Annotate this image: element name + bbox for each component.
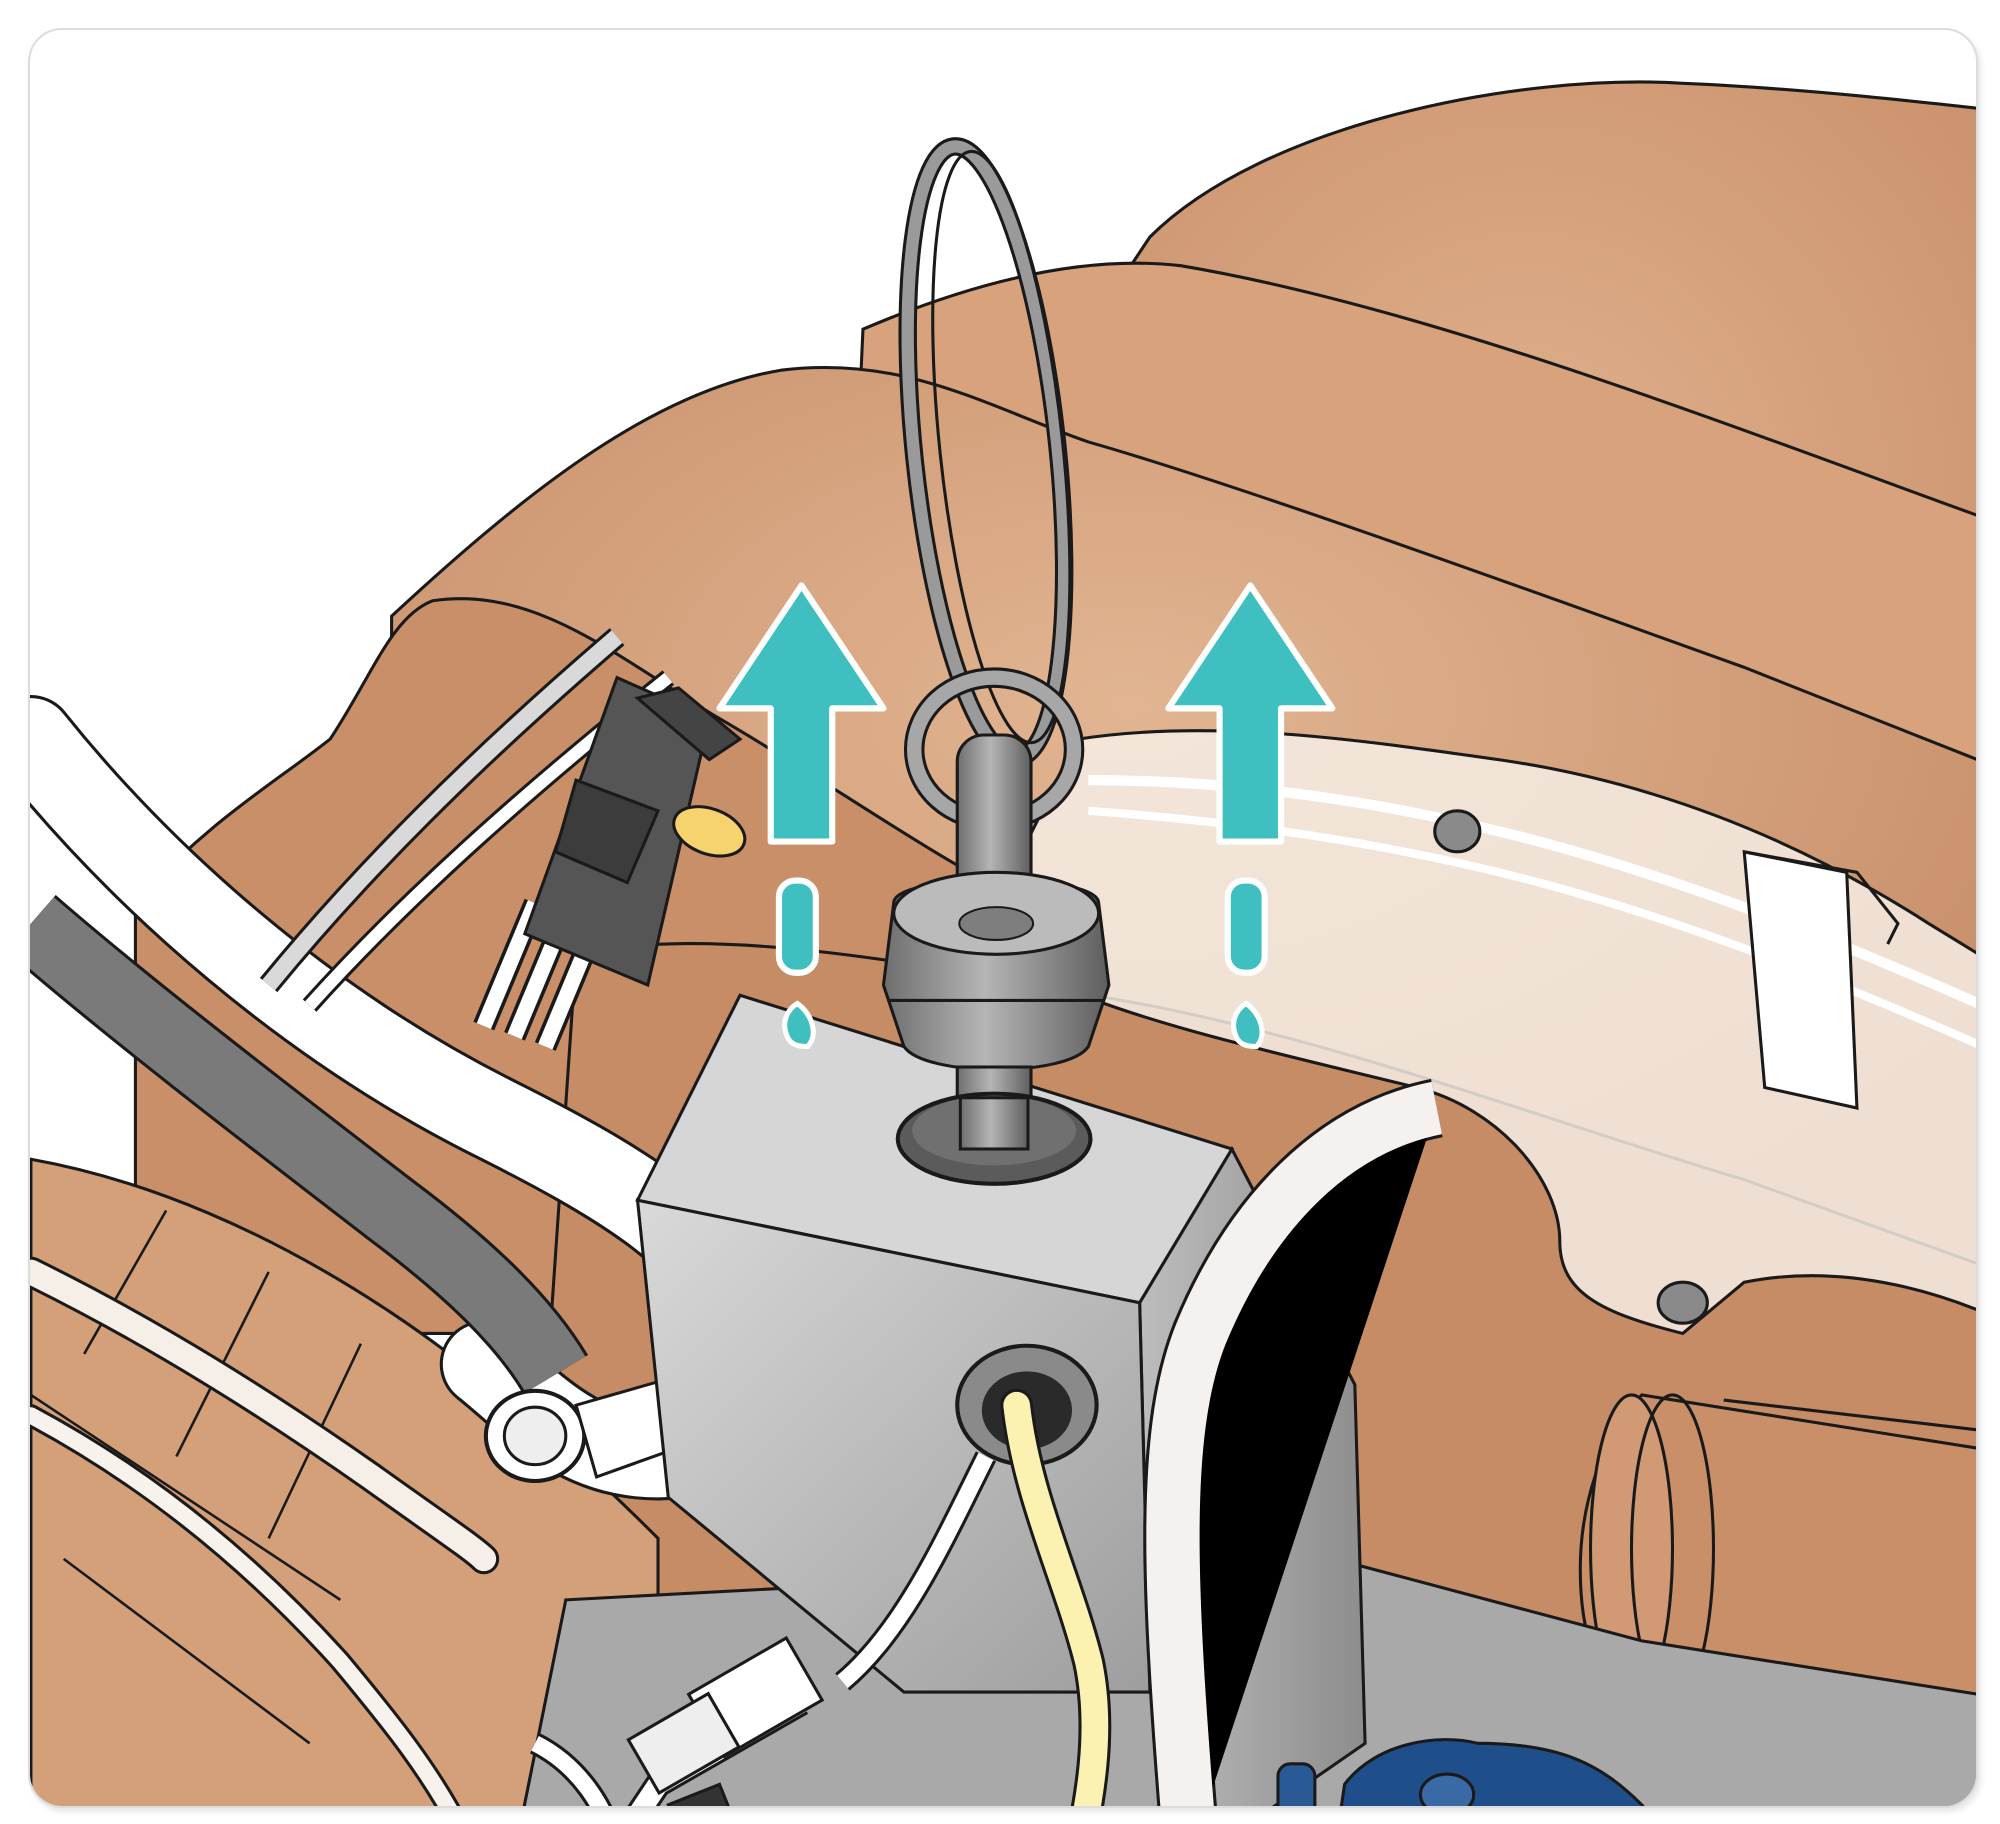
bolt-top (1433, 809, 1482, 854)
white-tube-right (1143, 1078, 1444, 1806)
electrical-connector-left (473, 675, 747, 1051)
luer-connector (529, 1451, 997, 1806)
bolt-bottom (1656, 1280, 1709, 1325)
arrow-up-icon (716, 582, 887, 1050)
assembly-illustration (30, 30, 1976, 1806)
illustration-frame (28, 28, 1978, 1808)
yellow-tube (1000, 1388, 1112, 1806)
pull-ring-pin (881, 137, 1111, 1186)
thin-tubes-upper-left (259, 628, 675, 1012)
arrow-up-icon (1165, 582, 1336, 1050)
blue-part (1276, 1738, 1645, 1806)
dark-grey-hose (30, 894, 589, 1395)
